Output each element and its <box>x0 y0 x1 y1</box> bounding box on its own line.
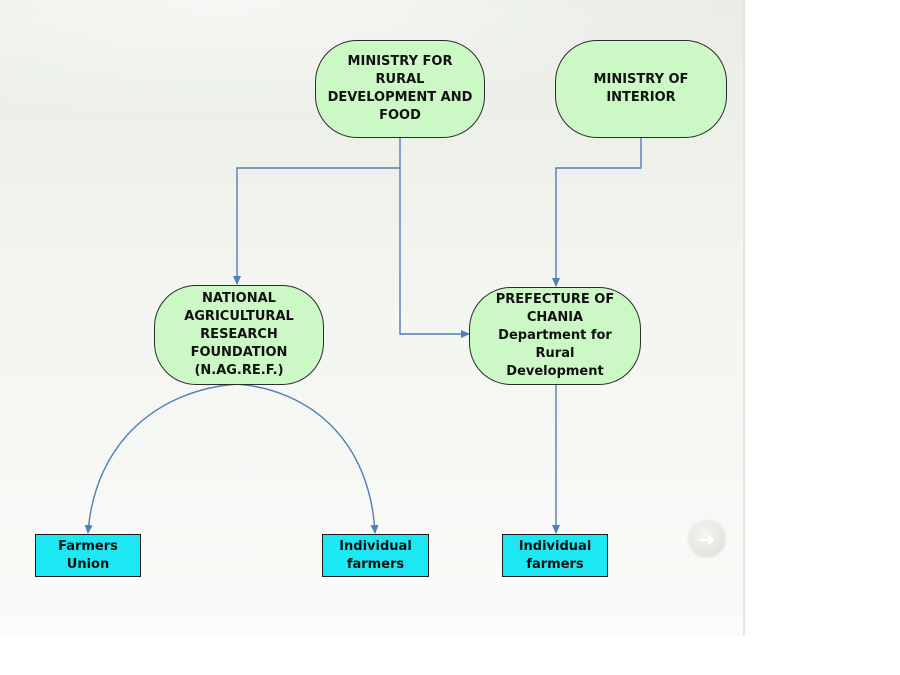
node-ministry-interior: MINISTRY OF INTERIOR <box>555 40 727 138</box>
next-slide-icon[interactable]: ➜ <box>689 521 725 557</box>
box-individual-farmers-left-label: Individual farmers <box>339 538 412 572</box>
connector-nagref-to-individual-farmers <box>236 383 379 534</box>
box-farmers-union: Farmers Union <box>35 534 141 577</box>
node-nagref: NATIONAL AGRICULTURAL RESEARCH FOUNDATIO… <box>154 285 324 385</box>
box-farmers-union-label: Farmers Union <box>58 538 118 572</box>
node-ministry-interior-label: MINISTRY OF INTERIOR <box>593 72 689 105</box>
node-ministry-rural-development-label: MINISTRY FOR RURAL DEVELOPMENT AND FOOD <box>327 54 473 123</box>
slide-canvas: MINISTRY FOR RURAL DEVELOPMENT AND FOOD … <box>0 0 745 636</box>
node-nagref-label: NATIONAL AGRICULTURAL RESEARCH FOUNDATIO… <box>184 291 294 378</box>
node-prefecture-chania-label: PREFECTURE OF CHANIA Department for Rura… <box>495 292 615 379</box>
box-individual-farmers-left: Individual farmers <box>322 534 429 577</box>
box-individual-farmers-right-label: Individual farmers <box>518 538 592 572</box>
connector-interior-to-prefecture <box>552 138 642 287</box>
connector-ministry-to-nagref <box>233 138 401 285</box>
node-ministry-rural-development: MINISTRY FOR RURAL DEVELOPMENT AND FOOD <box>315 40 485 138</box>
node-prefecture-chania: PREFECTURE OF CHANIA Department for Rura… <box>469 287 641 385</box>
connector-nagref-to-farmers-union <box>84 383 238 534</box>
connector-layer <box>84 138 642 534</box>
box-individual-farmers-right: Individual farmers <box>502 534 608 577</box>
connector-ministry-to-prefecture <box>399 168 470 338</box>
